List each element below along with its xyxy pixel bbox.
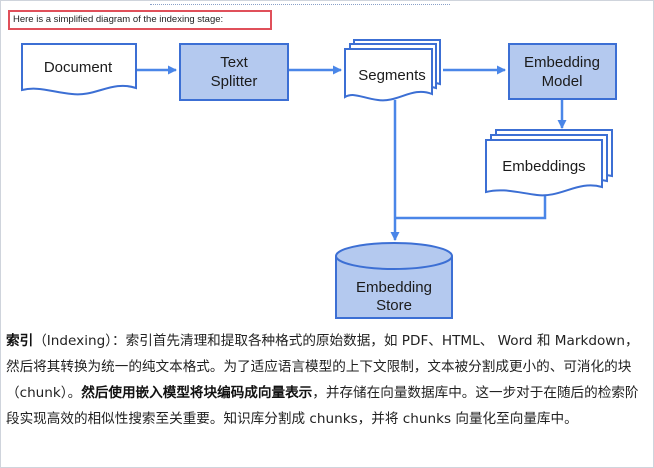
segments-node: Segments — [344, 39, 441, 102]
store-label-line2: Store — [376, 297, 412, 314]
description-term: 索引 — [6, 333, 34, 349]
description-bold: 然后使用嵌入模型将块编码成向量表示 — [81, 385, 313, 401]
splitter-label-line1: Text — [220, 54, 248, 71]
line-embeddings-to-store — [395, 190, 547, 220]
indexing-diagram: Document Text Splitter Segments Embeddin… — [21, 39, 617, 319]
description-part1: （Indexing）：索引首先清理和提取各种格式的原始数据，如 PDF、HTML… — [6, 333, 639, 401]
model-label-line1: Embedding — [524, 54, 600, 71]
embeddings-label: Embeddings — [502, 158, 585, 175]
description-part2: ，并存储在向量数据库中。这一步对于在随后的检索阶段实现高效的相似性搜索至关重要。… — [6, 385, 639, 427]
document-label: Document — [44, 59, 113, 76]
store-label-line1: Embedding — [356, 279, 432, 296]
embeddings-node: Embeddings — [485, 129, 613, 197]
model-label-line2: Model — [542, 73, 583, 90]
top-divider — [150, 0, 450, 5]
document-node: Document — [21, 43, 137, 96]
embedding-store-node: Embedding Store — [335, 242, 453, 319]
diagram-caption: Here is a simplified diagram of the inde… — [8, 10, 272, 30]
text-splitter-node: Text Splitter — [179, 43, 289, 101]
segments-label: Segments — [358, 67, 426, 84]
splitter-label-line2: Splitter — [211, 73, 258, 90]
embedding-model-node: Embedding Model — [508, 43, 617, 100]
indexing-description: 索引（Indexing）：索引首先清理和提取各种格式的原始数据，如 PDF、HT… — [6, 328, 646, 432]
